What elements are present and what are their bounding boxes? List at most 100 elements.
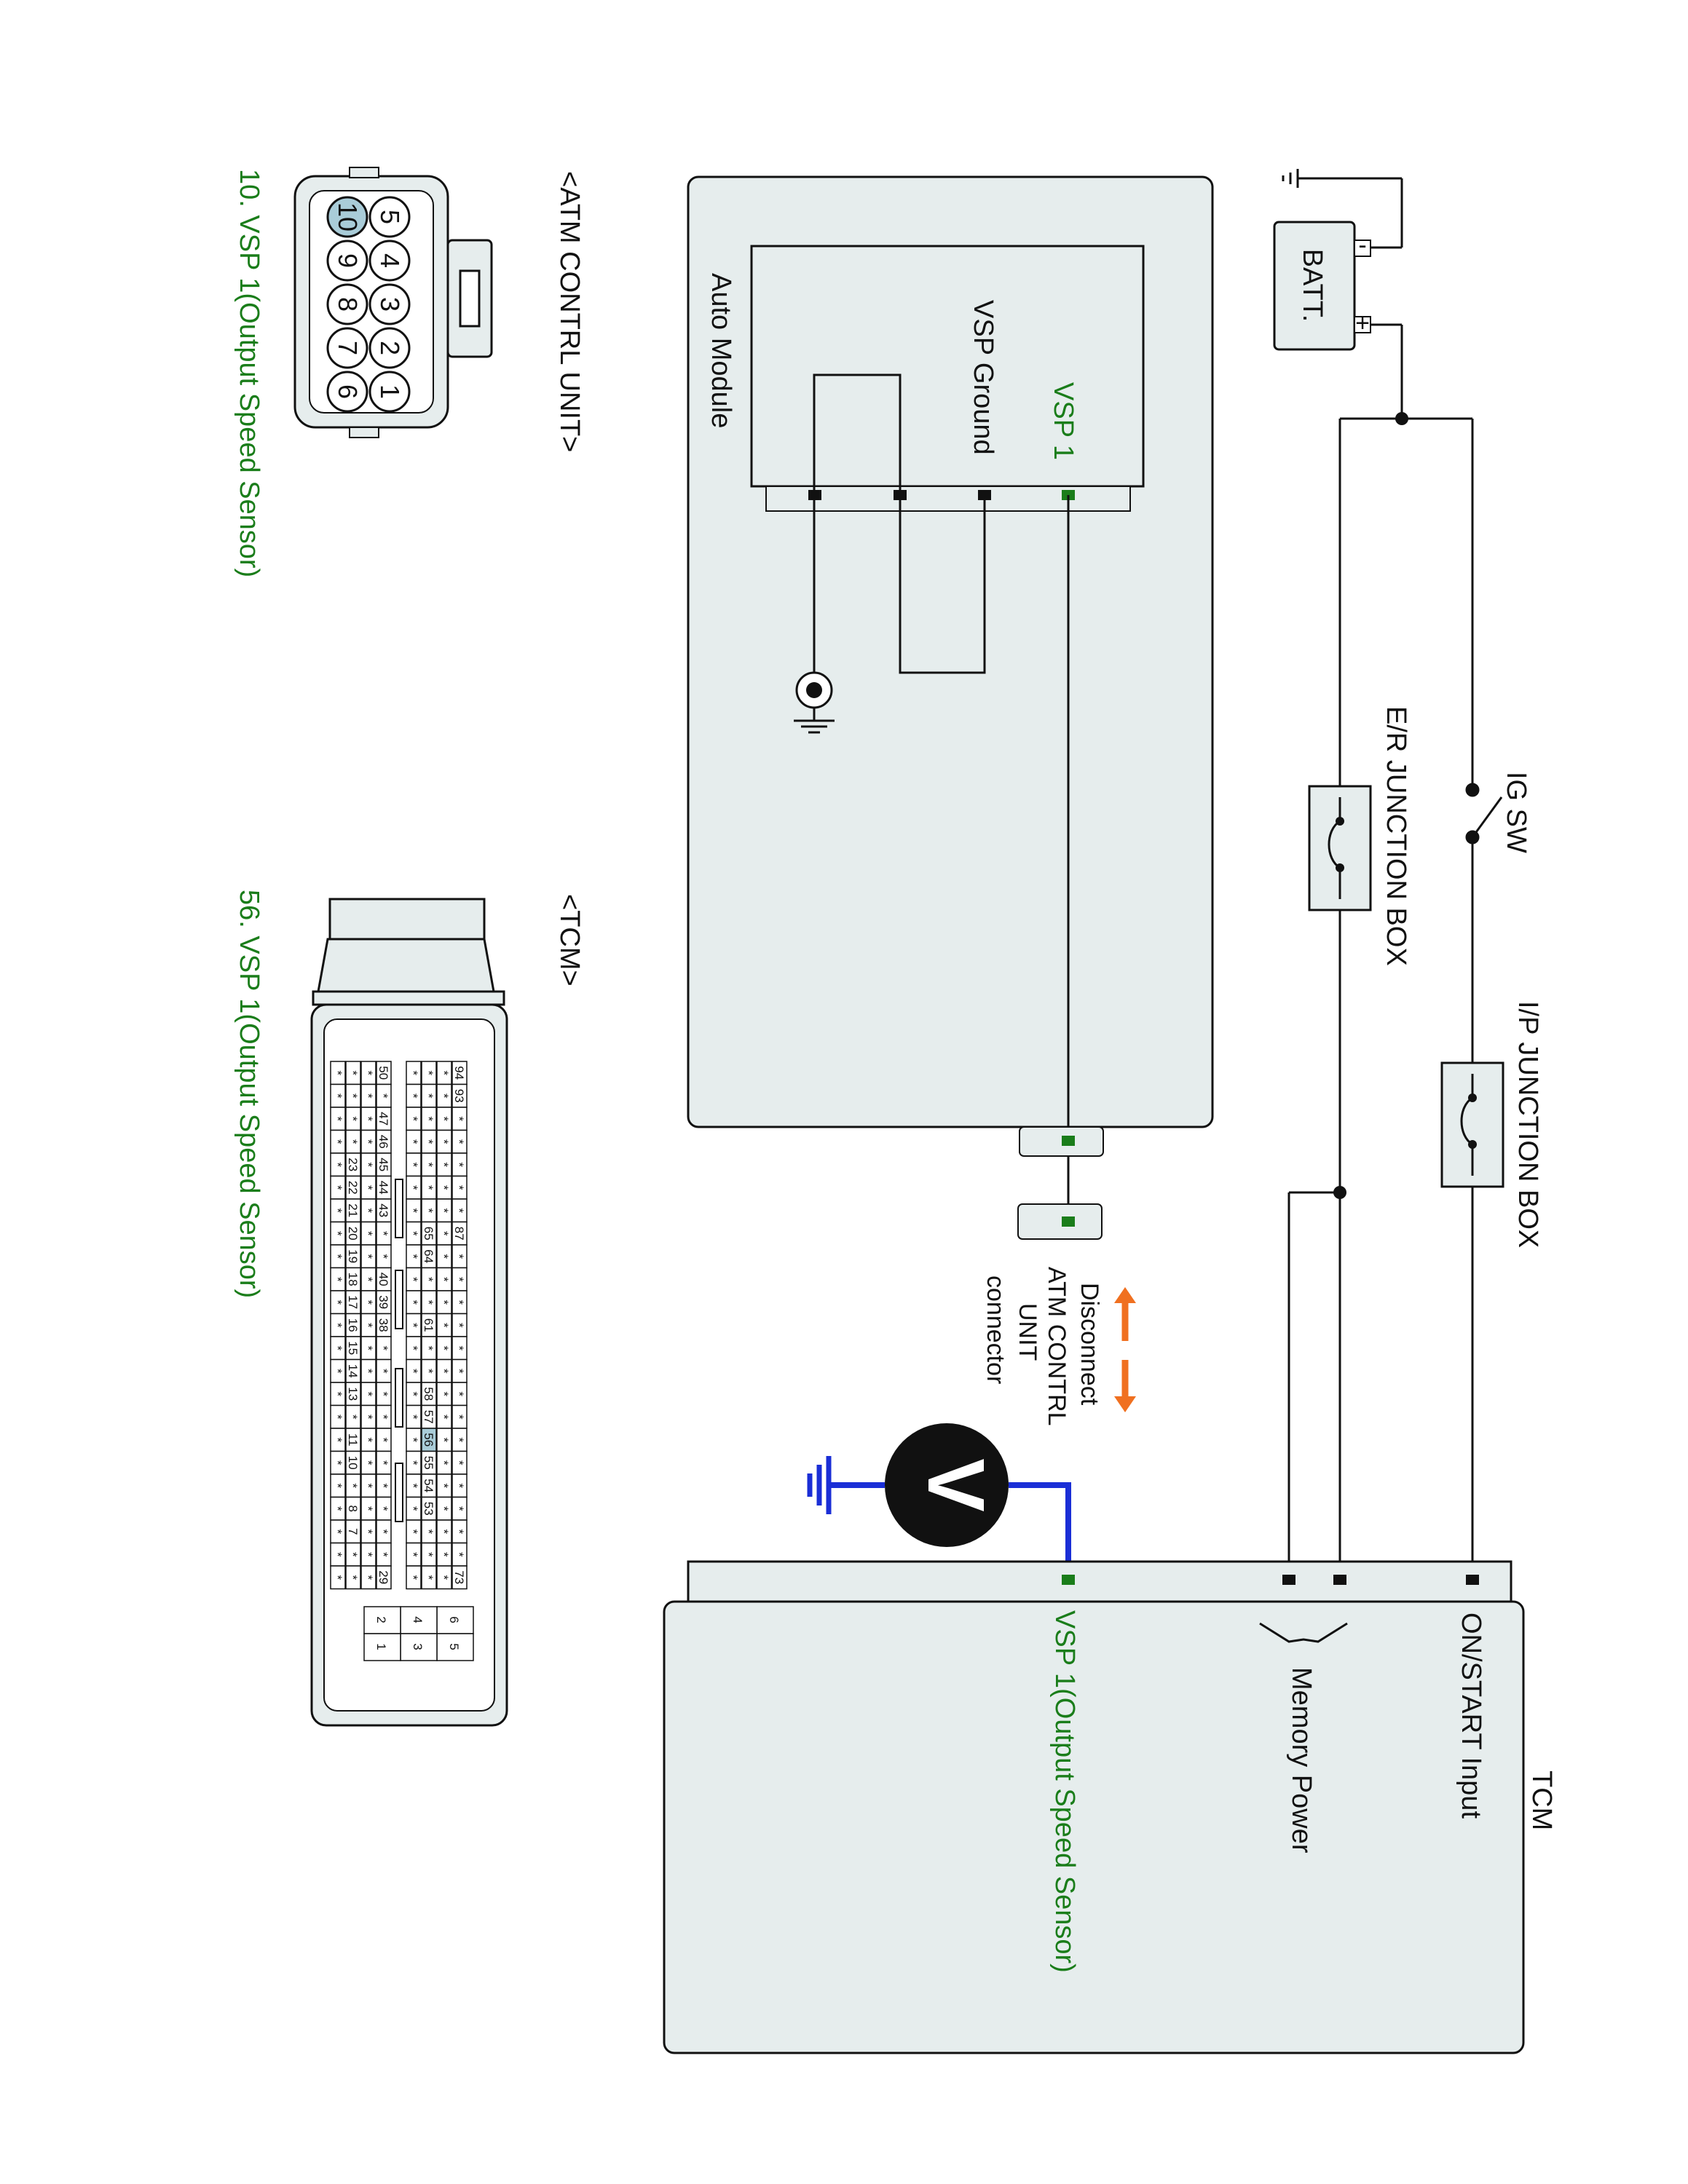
tcm-pin-label: * (346, 1483, 360, 1488)
tcm-pin-label: * (331, 1208, 344, 1213)
tcm-pin-label: * (406, 1369, 420, 1374)
disconnect-note: Disconnect ATM CONTRL UNIT connector (982, 1267, 1103, 1425)
power-wiring (1287, 325, 1474, 1580)
tcm-pin-label: * (437, 1552, 451, 1557)
tcm-pin-label: * (331, 1323, 344, 1328)
tcm-pin-label: * (406, 1070, 420, 1075)
tcm-pin-label: * (406, 1162, 420, 1167)
tcm-pin-label: 38 (376, 1318, 390, 1332)
tcm-pin-label: 58 (422, 1387, 435, 1401)
tcm-pin-label: * (331, 1529, 344, 1534)
tcm-power-pin (436, 1606, 474, 1634)
tcm-pin-label: 10 (346, 1456, 360, 1470)
tcm-pin-label: * (376, 1460, 390, 1465)
tcm-pin-label: * (361, 1369, 375, 1374)
tcm-pin-label: 17 (346, 1295, 360, 1309)
tcm-pin-label: * (437, 1162, 451, 1167)
tcm-pin-label: * (361, 1299, 375, 1305)
atm-connector-caption: 10. VSP 1(Output Speed Sensor) (234, 169, 264, 577)
tcm-pin-label: 53 (422, 1502, 435, 1516)
atm-pin-9 (326, 240, 368, 282)
tcm-pin-label: * (422, 1185, 435, 1190)
tcm-pin-label: * (361, 1208, 375, 1213)
tcm-pin-label: * (331, 1093, 344, 1099)
tcm-pin-label: * (452, 1415, 466, 1420)
tcm-power-pin (400, 1633, 438, 1661)
er-junction-box (1308, 785, 1372, 911)
atm-pin-3 (368, 283, 411, 325)
tcm-pin-label: 73 (452, 1570, 466, 1584)
tcm-pin-label: * (361, 1116, 375, 1121)
tcm-vsp1-label: VSP 1(Output Speed Sensor) (1049, 1610, 1080, 1973)
tcm-pin-label: * (452, 1437, 466, 1442)
tcm-pin-label: * (406, 1552, 420, 1557)
tcm-pin-label: * (437, 1093, 451, 1099)
disconnect-line-3: UNIT (1014, 1303, 1041, 1361)
auto-module-title: Auto Module (706, 273, 736, 428)
tcm-pin-label: 22 (346, 1181, 360, 1195)
tcm-pin-label: 11 (346, 1433, 360, 1447)
tcm-pin-label: 14 (346, 1364, 360, 1378)
tcm-pin-label: * (346, 1093, 360, 1099)
tcm-pin-label: 40 (376, 1273, 390, 1286)
atm-pin-label: 8 (333, 297, 363, 312)
tcm-pin-label: * (437, 1323, 451, 1328)
tcm-title: TCM (1526, 1770, 1557, 1830)
tcm-pin-label: * (406, 1415, 420, 1420)
tcm-pin-label: * (422, 1139, 435, 1144)
tcm-pin-label: * (361, 1529, 375, 1534)
tcm-pin-label: * (437, 1254, 451, 1259)
ground-symbol (794, 671, 835, 734)
tcm-pin-label: * (452, 1185, 466, 1190)
ignition-switch (1465, 783, 1503, 844)
tcm-pin-label: * (331, 1277, 344, 1282)
tcm-pin-label: * (452, 1369, 466, 1374)
atm-pin-5 (368, 196, 411, 238)
tcm-pin-label: * (361, 1415, 375, 1420)
tcm-pin-label: * (406, 1185, 420, 1190)
tcm-pin-label: 21 (346, 1203, 360, 1217)
tcm-pin-label: * (361, 1345, 375, 1350)
tcm-pin-label: * (331, 1116, 344, 1121)
pin-terminal (808, 490, 821, 500)
tcm-pin-label: * (361, 1231, 375, 1236)
tcm-pin-label: * (437, 1116, 451, 1121)
tcm-pin-label: 23 (346, 1158, 360, 1171)
tcm-pin-label: * (452, 1483, 466, 1488)
disconnect-line-1: Disconnect (1076, 1283, 1103, 1406)
tcm-pin-label: * (452, 1460, 466, 1465)
tcm-pin-label: * (376, 1437, 390, 1442)
tcm-pin-label: * (331, 1415, 344, 1420)
tcm-pin-label: * (331, 1391, 344, 1396)
tcm-pin-label: * (331, 1070, 344, 1075)
tcm-pin-label: * (406, 1460, 420, 1465)
tcm-pin-label: * (406, 1231, 420, 1236)
tcm-pin-label: * (452, 1116, 466, 1121)
tcm-pin-cell (436, 1565, 452, 1590)
atm-connector-title: <ATM CONTRL UNIT> (554, 171, 585, 452)
tcm-pin-label: * (346, 1575, 360, 1580)
tcm-pin-label: * (452, 1345, 466, 1350)
tcm-pin-label: * (331, 1185, 344, 1190)
tcm-latch (395, 1368, 403, 1428)
tcm-pin-label: 61 (422, 1318, 435, 1332)
tcm-module: TCM ON/START Input Memory Power VSP 1(Ou… (663, 1560, 1557, 2054)
tcm-pin-label: * (376, 1254, 390, 1259)
tcm-pin-label: * (406, 1323, 420, 1328)
pin-terminal (894, 490, 907, 500)
tcm-pin-label: * (406, 1208, 420, 1213)
tcm-pin-label: * (437, 1070, 451, 1075)
battery-plus-label: + (1355, 309, 1370, 337)
splice-point (1395, 412, 1408, 425)
atm-pin-label: 2 (375, 341, 405, 355)
tcm-pin-label: 19 (346, 1249, 360, 1263)
tcm-pin-label: * (331, 1437, 344, 1442)
voltmeter: V (807, 1423, 1071, 1580)
tcm-pin-label: * (422, 1162, 435, 1167)
tcm-pin-label: 39 (376, 1295, 390, 1309)
tcm-pin-label: * (361, 1483, 375, 1488)
tcm-pin-label: * (331, 1552, 344, 1557)
atm-pin-2 (368, 327, 411, 369)
atm-pin-label: 6 (333, 384, 363, 399)
tcm-pin-label: * (437, 1483, 451, 1488)
